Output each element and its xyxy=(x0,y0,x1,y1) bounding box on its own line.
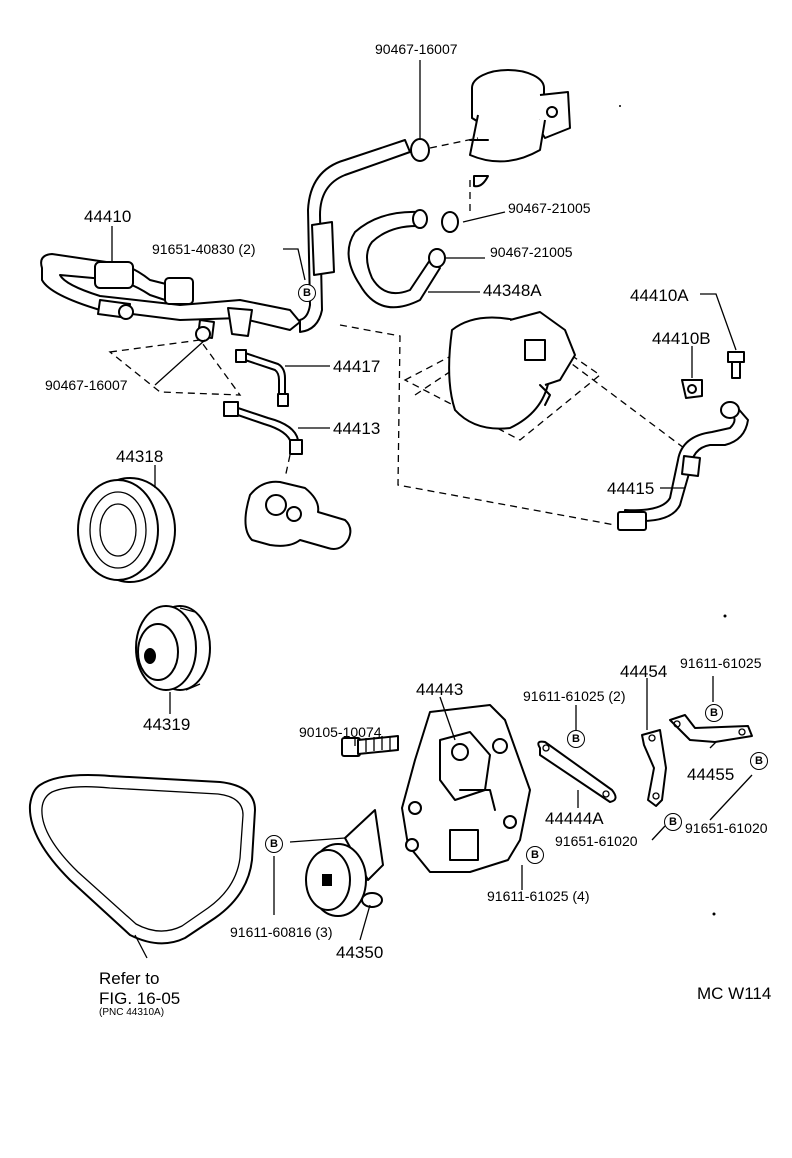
label-90467-16007-left: 90467-16007 xyxy=(45,377,128,393)
bolt-90105-10074 xyxy=(341,735,399,757)
pulley-44318 xyxy=(77,477,176,583)
b-marker-icon: B xyxy=(750,752,768,770)
diagram-code: MC W114 xyxy=(697,984,772,1003)
b-marker-icon: B xyxy=(265,835,283,853)
reservoir-pump xyxy=(469,69,571,188)
b-marker-icon: B xyxy=(567,730,585,748)
label-90467-21005-a: 90467-21005 xyxy=(508,200,591,216)
label-91611-61025-4: 91611-61025 (4) xyxy=(487,888,590,904)
tube-44415 xyxy=(617,401,749,531)
label-91651-61020-b: 91651-61020 xyxy=(685,820,768,836)
label-44410B: 44410B xyxy=(652,329,711,348)
label-44319: 44319 xyxy=(143,715,191,734)
label-44410A: 44410A xyxy=(630,286,689,305)
label-44410: 44410 xyxy=(84,207,132,226)
belt-note-line2: FIG. 16-05 xyxy=(99,989,181,1008)
v-belt xyxy=(28,774,256,945)
label-91651-61020-a: 91651-61020 xyxy=(555,833,638,849)
return-hose xyxy=(299,139,411,333)
label-44350: 44350 xyxy=(336,943,384,962)
tube-assembly-44410 xyxy=(40,253,301,339)
label-90105-10074: 90105-10074 xyxy=(299,724,382,740)
idler-pulley-44350 xyxy=(305,809,384,917)
clamp-90467-16007-left xyxy=(195,326,211,342)
label-91611-60816: 91611-60816 (3) xyxy=(230,924,333,940)
label-44454: 44454 xyxy=(620,662,668,681)
label-44413: 44413 xyxy=(333,419,381,438)
hose-44348A xyxy=(347,180,471,309)
steering-gear xyxy=(244,454,352,550)
b-marker-icon: B xyxy=(664,813,682,831)
bracket-44455 xyxy=(669,714,753,743)
belt-note-line1: Refer to xyxy=(99,969,160,988)
bracket-44454 xyxy=(641,729,667,807)
assembly-line-44415 xyxy=(339,324,616,526)
clamp-90467-16007-top xyxy=(410,137,479,162)
label-44444A: 44444A xyxy=(545,809,604,828)
b-marker-icon: B xyxy=(705,704,723,722)
b-marker-icon: B xyxy=(298,284,316,302)
label-91651-40830: 91651-40830 (2) xyxy=(152,241,256,257)
label-90467-21005-b: 90467-21005 xyxy=(490,244,573,260)
label-91611-61025-r: 91611-61025 xyxy=(680,655,762,671)
pulley-44319 xyxy=(135,605,211,691)
label-44415: 44415 xyxy=(607,479,655,498)
label-44348A: 44348A xyxy=(483,281,542,300)
belt-note-line3: (PNC 44310A) xyxy=(99,1007,165,1018)
bracket-44443 xyxy=(401,704,531,873)
leader-lines xyxy=(111,60,753,959)
label-91611-61025-2: 91611-61025 (2) xyxy=(523,688,626,704)
tube-44413 xyxy=(223,401,303,455)
strap-44444A xyxy=(537,740,617,803)
label-90467-16007-top: 90467-16007 xyxy=(375,41,458,57)
assembly-line-left xyxy=(108,339,242,396)
label-44443: 44443 xyxy=(416,680,464,699)
label-44318: 44318 xyxy=(116,447,164,466)
bolt-44410A xyxy=(727,351,745,379)
b-marker-icon: B xyxy=(526,846,544,864)
pump-body xyxy=(403,311,602,441)
label-44417: 44417 xyxy=(333,357,381,376)
bracket-44410B xyxy=(681,379,703,399)
tube-44417 xyxy=(235,349,289,407)
label-44455: 44455 xyxy=(687,765,735,784)
